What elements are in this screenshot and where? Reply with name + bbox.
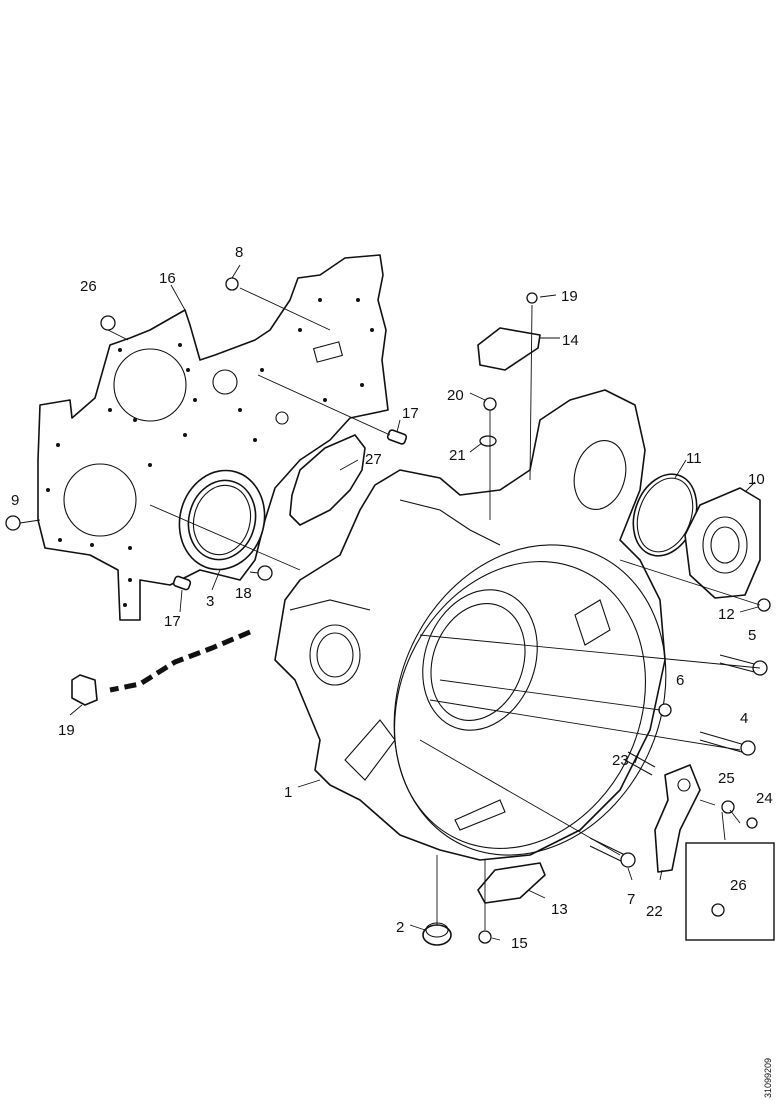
flywheel-housing bbox=[274, 389, 667, 861]
bolt-heads bbox=[5, 277, 771, 944]
callout-12: 12 bbox=[718, 606, 735, 623]
callout-26a: 26 bbox=[80, 278, 97, 295]
callout-labels: 1 2 3 4 5 6 7 8 9 10 11 12 13 14 15 16 1… bbox=[11, 244, 773, 952]
bracket-top bbox=[477, 327, 541, 371]
callout-25: 25 bbox=[718, 770, 735, 787]
callout-18: 18 bbox=[235, 585, 252, 602]
callout-leaders bbox=[19, 264, 759, 941]
callout-5: 5 bbox=[748, 627, 756, 644]
callout-20: 20 bbox=[447, 387, 464, 404]
bracket-bottom bbox=[477, 862, 546, 904]
callout-9: 9 bbox=[11, 492, 19, 509]
callout-2: 2 bbox=[396, 919, 404, 936]
plug-part-2 bbox=[422, 922, 452, 946]
pin-17b bbox=[172, 575, 192, 591]
callout-7: 7 bbox=[627, 891, 635, 908]
callout-11: 11 bbox=[686, 450, 702, 467]
callout-6: 6 bbox=[676, 672, 684, 689]
callout-19b: 19 bbox=[58, 722, 75, 739]
callout-16: 16 bbox=[159, 270, 176, 287]
crankshaft-seal bbox=[178, 469, 266, 571]
callout-14: 14 bbox=[562, 332, 579, 349]
callout-17b: 17 bbox=[164, 613, 181, 630]
plug-part-19 bbox=[71, 674, 98, 706]
lifting-eye bbox=[654, 764, 701, 873]
callout-17a: 17 bbox=[402, 405, 419, 422]
callout-22: 22 bbox=[646, 903, 663, 920]
callout-21: 21 bbox=[449, 447, 466, 464]
callout-23: 23 bbox=[612, 752, 629, 769]
callout-1: 1 bbox=[284, 784, 292, 801]
document-id: 31099209 bbox=[763, 1058, 773, 1098]
assembly-lines bbox=[109, 287, 761, 930]
timing-gear-plate bbox=[37, 254, 389, 621]
callout-8: 8 bbox=[235, 244, 243, 261]
gasket bbox=[289, 434, 366, 526]
callout-26b: 26 bbox=[730, 877, 747, 894]
callout-15: 15 bbox=[511, 935, 528, 952]
callout-13: 13 bbox=[551, 901, 568, 918]
callout-19a: 19 bbox=[561, 288, 578, 305]
callout-24: 24 bbox=[756, 790, 773, 807]
callout-27: 27 bbox=[365, 451, 382, 468]
cover-plate bbox=[684, 487, 761, 599]
long-bolts bbox=[589, 654, 768, 868]
callout-4: 4 bbox=[740, 710, 748, 727]
callout-10: 10 bbox=[748, 471, 765, 488]
callout-3: 3 bbox=[206, 593, 214, 610]
inset-box bbox=[685, 842, 775, 941]
